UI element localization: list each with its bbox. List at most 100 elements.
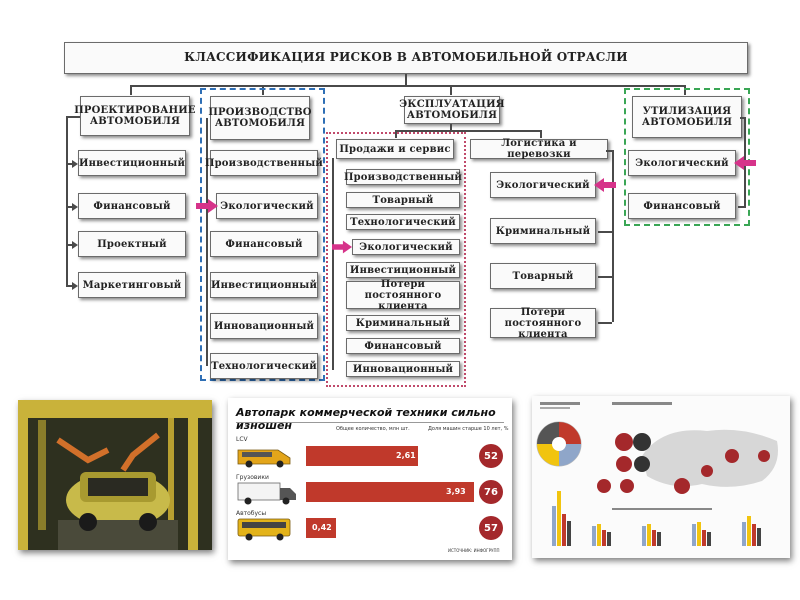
connector [395, 130, 397, 138]
col-old-label: Доля машин старше 10 лет, % [428, 426, 509, 432]
sales-item: Технологический [346, 214, 460, 230]
arrow-icon [72, 160, 78, 168]
col1-item-text: Маркетинговый [82, 279, 182, 291]
connector [450, 85, 452, 95]
sales-item-text: Потери постоянного клиента [364, 278, 442, 312]
logistics-item-text: Криминальный [495, 225, 591, 237]
sales-item: Криминальный [346, 315, 460, 331]
col1-item: Проектный [78, 231, 186, 257]
connector [738, 206, 746, 208]
share-badge: 57 [479, 516, 503, 540]
logistics-item: Потери постоянного клиента [490, 307, 596, 340]
disposal-frame [624, 88, 750, 226]
sales-item-text: Технологический [350, 216, 456, 228]
connector [130, 85, 132, 95]
bus-icon [237, 518, 291, 541]
col-total-label: Общее количество, млн шт. [336, 426, 410, 432]
col2-item-text: Финансовый [225, 238, 303, 250]
col2-header-text: ПРОИЗВОДСТВО АВТОМОБИЛЯ [208, 107, 312, 129]
connector [598, 231, 612, 233]
sales-frame [326, 132, 466, 387]
fleet-infographic: Автопарк коммерческой техники сильно изн… [228, 398, 512, 560]
pink-arrow-icon [332, 240, 352, 254]
connector [540, 130, 542, 138]
sales-item: Экологический [352, 239, 460, 255]
van-icon [237, 449, 291, 468]
col2-item-text: Экологический [220, 200, 314, 212]
sales-item-text: Экологический [359, 241, 453, 253]
arrow-icon [72, 241, 78, 249]
connector [66, 244, 74, 246]
pink-arrow-icon [734, 156, 756, 170]
logistics-item-text: Товарный [512, 270, 574, 282]
col1-item-text: Финансовый [93, 200, 171, 212]
bar-value: 3,93 [446, 487, 466, 496]
col3-header: ЭКСПЛУАТАЦИЯ АВТОМОБИЛЯ [399, 96, 505, 124]
connector [130, 85, 685, 87]
logistics-item: Экологический [490, 172, 596, 198]
value-bar [306, 518, 336, 538]
sales-item-text: Инновационный [352, 363, 454, 375]
sales-header-text: Продажи и сервис [339, 143, 451, 155]
connector [66, 206, 74, 208]
sales-item: Инвестиционный [346, 262, 460, 278]
col4-item-text: Финансовый [643, 200, 721, 212]
col4-item: Финансовый [628, 193, 736, 219]
row-label: Грузовики [236, 474, 269, 481]
sales-item: Финансовый [346, 338, 460, 354]
col4-item: Экологический [628, 150, 736, 176]
factory-assembly-line-photo [18, 400, 212, 550]
share-badge: 76 [479, 480, 503, 504]
col1-header-text: ПРОЕКТИРОВАНИЕ АВТОМОБИЛЯ [74, 105, 196, 127]
connector [450, 124, 452, 132]
source-label: ИСТОЧНИК: ИНФОГРУПП [448, 548, 500, 553]
connector [405, 74, 407, 87]
connector [66, 285, 74, 287]
col2-item: Производственный [205, 150, 323, 176]
row-label: LCV [236, 436, 248, 443]
col4-header-text: УТИЛИЗАЦИЯ АВТОМОБИЛЯ [641, 106, 733, 128]
share-badge: 52 [479, 444, 503, 468]
col1-item: Маркетинговый [78, 272, 186, 298]
col2-item: Экологический [216, 193, 318, 219]
connector [395, 130, 540, 132]
sales-header: Продажи и сервис [336, 139, 454, 159]
logistics-item-text: Экологический [496, 179, 590, 191]
col2-item-text: Инвестиционный [210, 279, 318, 291]
connector [740, 117, 746, 119]
col1-item-text: Инвестиционный [78, 157, 186, 169]
truck-icon [237, 482, 296, 505]
diagram-title: КЛАССИФИКАЦИЯ РИСКОВ В АВТОМОБИЛЬНОЙ ОТР… [64, 42, 748, 74]
col2-item-text: Инновационный [213, 320, 315, 332]
connector [66, 116, 80, 118]
value-bar [306, 482, 474, 502]
connector [66, 116, 68, 286]
col2-item: Инновационный [210, 313, 318, 339]
col1-item: Инвестиционный [78, 150, 186, 176]
sales-item-text: Инвестиционный [349, 264, 457, 276]
col1-item: Финансовый [78, 193, 186, 219]
sales-item: Производственный [343, 169, 463, 185]
russia-map-infographic [532, 396, 790, 558]
col1-header: ПРОЕКТИРОВАНИЕ АВТОМОБИЛЯ [74, 96, 196, 136]
sales-item: Потери постоянного клиента [346, 278, 460, 312]
value-bar [306, 446, 418, 466]
col2-item-text: Технологический [211, 360, 317, 372]
sales-item-text: Товарный [372, 194, 434, 206]
sales-item-text: Производственный [343, 171, 463, 183]
bar-value: 0,42 [312, 523, 332, 532]
production-frame [200, 88, 325, 381]
title-rule [236, 422, 504, 423]
arrow-icon [72, 203, 78, 211]
sales-item: Инновационный [346, 361, 460, 377]
col2-item-text: Производственный [204, 157, 324, 169]
col1-item-text: Проектный [97, 238, 167, 250]
diagram-title-text: КЛАССИФИКАЦИЯ РИСКОВ В АВТОМОБИЛЬНОЙ ОТР… [184, 50, 628, 65]
connector [332, 158, 334, 370]
logistics-header: Логистика и перевозки [470, 138, 608, 160]
connector [598, 276, 612, 278]
connector [612, 150, 614, 322]
sales-item-text: Финансовый [364, 340, 442, 352]
col2-item: Инвестиционный [210, 272, 318, 298]
row-label: Автобусы [236, 510, 267, 517]
